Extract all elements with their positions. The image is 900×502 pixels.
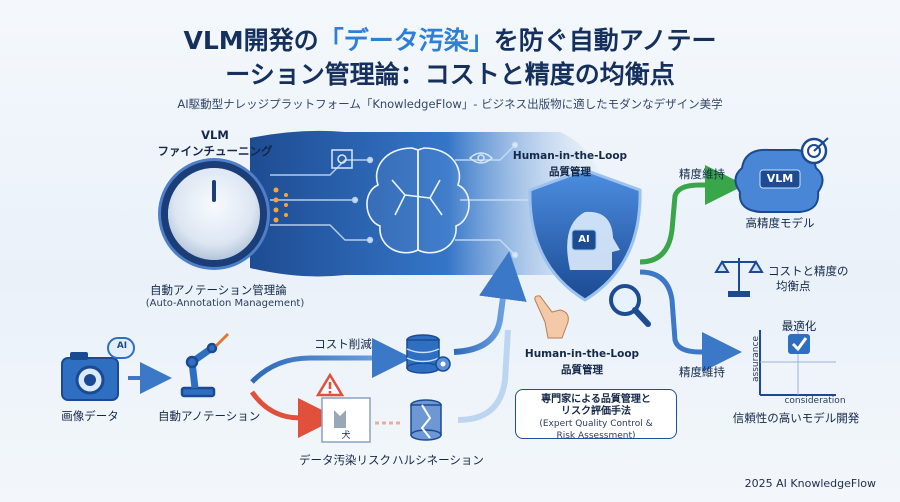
vlm-label: VLM bbox=[201, 128, 229, 142]
balance-scale-icon bbox=[714, 258, 764, 297]
callout-line4: Risk Assessment) bbox=[556, 431, 636, 441]
focus-frame-icon bbox=[331, 149, 353, 169]
arrow-to-risk bbox=[249, 390, 338, 438]
hitl-top-label: Human-in-the-Loop bbox=[512, 150, 628, 162]
reliable-dev-label: 信頼性の高いモデル開発 bbox=[732, 411, 860, 425]
callout-line3: (Expert Quality Control & bbox=[539, 419, 653, 429]
eye-icon bbox=[468, 152, 494, 164]
dog-label: 犬 bbox=[341, 431, 351, 441]
arrow-to-reliable bbox=[639, 269, 742, 372]
accuracy-keep-bottom-label: 精度維持 bbox=[679, 365, 725, 379]
finetuning-label: ファインチューニング bbox=[157, 144, 273, 158]
title-highlight: 「データ汚染」 bbox=[318, 26, 494, 55]
pointing-hand-icon bbox=[534, 295, 569, 339]
target-icon bbox=[800, 137, 829, 165]
quadrant-chart-icon bbox=[759, 330, 836, 396]
image-data-label: 画像データ bbox=[61, 409, 119, 423]
axis-x-label: consideration bbox=[784, 396, 846, 406]
shield-chip-label: AI bbox=[578, 234, 590, 245]
cost-reduction-label: コスト削減 bbox=[314, 337, 372, 351]
callout-line1: 専門家による品質管理と bbox=[541, 394, 651, 405]
footer-copyright: 2025 AI KnowledgeFlow bbox=[744, 477, 876, 490]
high-accuracy-model-label: 高精度モデル bbox=[745, 216, 815, 230]
arrow-to-cost bbox=[250, 338, 412, 384]
axis-y-label: assurance bbox=[751, 336, 761, 383]
shield-chip-bg bbox=[571, 229, 597, 251]
callout-line2: リスク評価手法 bbox=[561, 406, 631, 417]
camera-ai-badge: AI bbox=[116, 341, 128, 351]
page-title-line2: ーション管理論：コストと精度の均衡点 bbox=[225, 60, 675, 89]
check-icon bbox=[791, 337, 808, 352]
brain-network-icon bbox=[366, 147, 470, 254]
hallucination-label: ハルシネーション bbox=[392, 453, 484, 467]
arrow-to-high-accuracy bbox=[639, 165, 745, 265]
robot-arm-icon bbox=[180, 332, 230, 398]
dial-needle bbox=[212, 180, 216, 202]
gear-icon bbox=[435, 356, 451, 372]
accuracy-keep-top-label: 精度維持 bbox=[679, 167, 725, 181]
arrow-hallucination-to-shield bbox=[457, 329, 511, 423]
hitl-bottom-sub-label: 品質管理 bbox=[561, 364, 603, 376]
title-line1-pre: VLM開発の bbox=[183, 26, 319, 55]
title-line1-post: を防ぐ自動アノテー bbox=[493, 26, 717, 55]
auto-mgmt-en-label: (Auto-Annotation Management) bbox=[145, 298, 305, 309]
balance-label-2: 均衡点 bbox=[776, 279, 811, 293]
auto-mgmt-label: 自動アノテーション管理論 bbox=[150, 283, 287, 297]
dial-indicator-dots bbox=[273, 187, 288, 223]
page-title: VLM開発の「データ汚染」を防ぐ自動アノテー bbox=[0, 24, 900, 58]
contamination-risk-label: データ汚染リスク bbox=[299, 453, 391, 467]
database-icon bbox=[406, 334, 440, 374]
optimized-label: 最適化 bbox=[781, 319, 817, 333]
brain-chip-bg bbox=[759, 169, 801, 189]
page-subtitle: AI駆動型ナレッジプラットフォーム「KnowledgeFlow」- ビジネス出版… bbox=[177, 97, 723, 111]
magnifier-icon bbox=[609, 284, 651, 327]
balance-label-1: コストと精度の bbox=[768, 264, 849, 278]
warning-icon bbox=[315, 372, 345, 397]
broken-database-icon bbox=[410, 399, 442, 441]
expert-qc-callout: 専門家による品質管理と リスク評価手法 (Expert Quality Cont… bbox=[515, 389, 677, 441]
brain-chip-label: VLM bbox=[766, 172, 794, 185]
arrow-cost-to-shield bbox=[453, 251, 527, 355]
auto-annotation-label: 自動アノテーション bbox=[158, 409, 261, 423]
check-icon-bg bbox=[788, 334, 810, 354]
cat-photo-frame bbox=[321, 397, 371, 443]
finetune-dial-icon[interactable] bbox=[168, 168, 260, 260]
camera-icon bbox=[61, 337, 135, 401]
hitl-bottom-label: Human-in-the-Loop bbox=[524, 348, 640, 360]
hitl-top-sub-label: 品質管理 bbox=[549, 166, 591, 178]
